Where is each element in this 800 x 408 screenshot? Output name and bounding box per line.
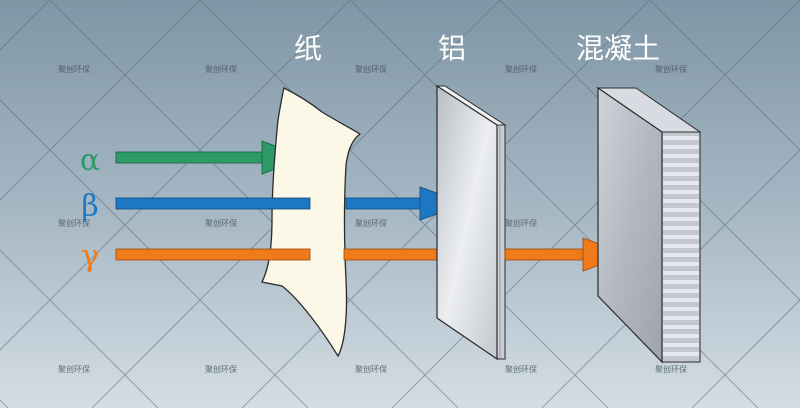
concrete-texture-stripe [663, 325, 699, 329]
aluminum-plate [435, 84, 507, 361]
paper-sheet [261, 87, 362, 358]
concrete-texture-stripe [663, 235, 699, 239]
watermark-text: 聚创环保 [355, 218, 387, 228]
concrete-texture-stripe [663, 244, 699, 248]
beta-symbol: β [81, 189, 98, 224]
watermark-text: 聚创环保 [355, 64, 387, 74]
watermark-text: 聚创环保 [505, 218, 537, 228]
concrete-texture-stripe [663, 190, 699, 194]
watermark-text: 聚创环保 [505, 364, 537, 374]
beta-arrow-shaft-right [345, 197, 431, 210]
concrete-texture-stripe [663, 253, 699, 257]
concrete-texture-stripe [663, 217, 699, 221]
watermark-text: 聚创环保 [205, 364, 237, 374]
concrete-texture-stripe [663, 298, 699, 302]
concrete-block [596, 86, 702, 364]
alpha-arrow-shaft [115, 151, 277, 164]
concrete-texture-stripe [663, 136, 699, 140]
concrete-texture-stripe [663, 343, 699, 347]
paper-label: 纸 [294, 32, 322, 65]
concrete-texture-stripe [663, 316, 699, 320]
concrete-texture-stripe [663, 280, 699, 284]
concrete-texture-stripe [663, 289, 699, 293]
watermark-text: 聚创环保 [355, 364, 387, 374]
concrete-texture-stripe [663, 352, 699, 356]
alpha-symbol: α [80, 143, 100, 178]
grid-line [649, 0, 800, 151]
watermark-text: 聚创环保 [58, 64, 90, 74]
watermark-text: 聚创环保 [205, 218, 237, 228]
concrete-texture-stripe [663, 154, 699, 158]
concrete-texture-stripe [663, 163, 699, 167]
watermark-text: 聚创环保 [58, 218, 90, 228]
concrete-texture-stripe [663, 226, 699, 230]
concrete-texture-stripe [663, 181, 699, 185]
concrete-texture-stripe [663, 145, 699, 149]
concrete-texture-stripe [663, 172, 699, 176]
grid-line [691, 299, 800, 408]
grid-line [0, 0, 201, 201]
concrete-texture-stripe [663, 208, 699, 212]
watermark-text: 聚创环保 [205, 64, 237, 74]
concrete-label: 混凝土 [576, 32, 660, 65]
concrete-texture-stripe [663, 262, 699, 266]
watermark-text: 聚创环保 [505, 64, 537, 74]
concrete-texture-stripe [663, 271, 699, 275]
watermark-text: 聚创环保 [655, 64, 687, 74]
gamma-arrow-shaft-left [115, 248, 311, 261]
aluminum-label: 铝 [438, 32, 466, 65]
grid-line [541, 149, 800, 408]
gamma-arrow-shaft-right [504, 248, 592, 261]
grid-line [0, 249, 159, 408]
concrete-texture-stripe [663, 199, 699, 203]
gamma-symbol: γ [81, 239, 99, 274]
concrete-texture-stripe [663, 307, 699, 311]
beta-arrow-shaft-left [115, 197, 311, 210]
grid-line [499, 0, 800, 301]
watermark-text: 聚创环保 [655, 364, 687, 374]
grid-line [0, 99, 309, 408]
watermark-text: 聚创环保 [58, 364, 90, 374]
concrete-texture-stripe [663, 334, 699, 338]
grid-line [391, 0, 800, 408]
